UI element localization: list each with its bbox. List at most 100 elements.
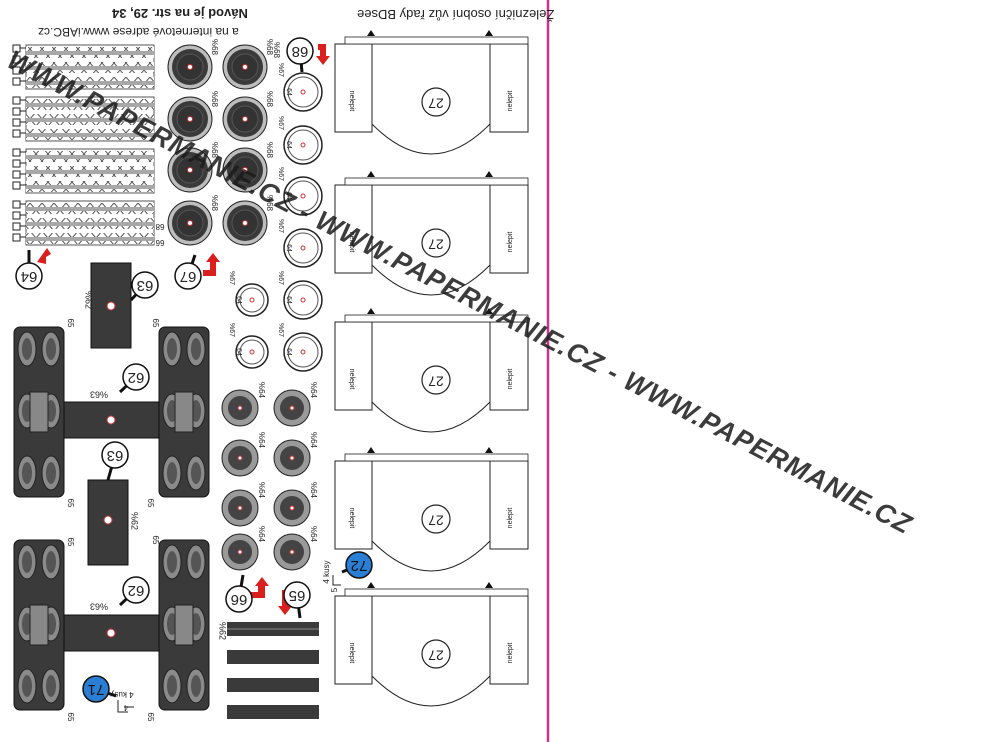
label-pct64: %64 bbox=[257, 482, 266, 499]
label-66: 66 bbox=[155, 238, 164, 247]
label-65: 65 bbox=[66, 713, 75, 722]
label-pct68: %68 bbox=[265, 91, 274, 108]
label-pct68: %68 bbox=[265, 39, 274, 56]
callout-67: 67 bbox=[174, 254, 202, 290]
label-65: 65 bbox=[151, 536, 160, 545]
callout-72: 72 bbox=[341, 551, 373, 579]
part-number-64: 64 bbox=[21, 268, 38, 285]
arrow-64 bbox=[37, 248, 51, 264]
callout-62: 62 bbox=[118, 576, 150, 607]
label-pct64: %64 bbox=[257, 432, 266, 449]
bellows-strips-part-64: 66 68 bbox=[12, 44, 164, 247]
part-number-27: 27 bbox=[428, 236, 444, 252]
label-pct63: %63 bbox=[90, 602, 108, 612]
callout-65: 65 bbox=[283, 581, 311, 619]
label-65: 65 bbox=[146, 499, 155, 508]
label-do-not-glue: nelepit bbox=[507, 232, 514, 253]
label-pct64: %64 bbox=[309, 526, 318, 543]
label-pct67: %67 bbox=[277, 323, 284, 337]
label-pct67: %67 bbox=[228, 323, 235, 337]
label-pct68-b: %68 bbox=[272, 42, 281, 59]
label-64: 64 bbox=[235, 296, 242, 304]
strips-part-65 bbox=[227, 622, 319, 719]
label-pct67: %67 bbox=[277, 167, 284, 181]
label-pct64: %64 bbox=[309, 432, 318, 449]
label-65: 65 bbox=[146, 713, 155, 722]
callout-64: 64 bbox=[15, 250, 43, 290]
label-pct63: %63 bbox=[90, 390, 108, 400]
label-64: 64 bbox=[285, 296, 292, 304]
arrow-68 bbox=[316, 44, 330, 65]
part-number-66: 66 bbox=[231, 591, 248, 608]
label-do-not-glue: nelepit bbox=[507, 508, 514, 529]
label-5: 5 bbox=[330, 587, 339, 592]
bogie-frame bbox=[13, 326, 210, 498]
label-four-pieces: 4 kusy bbox=[110, 690, 133, 699]
label-four-pieces: 4 kusy bbox=[322, 560, 331, 583]
label-do-not-glue: nelepit bbox=[507, 643, 514, 664]
label-pct67: %67 bbox=[277, 219, 284, 233]
label-65: 65 bbox=[66, 538, 75, 547]
callout-66: 66 bbox=[225, 574, 253, 613]
part-number-63: 63 bbox=[137, 277, 154, 294]
label-pct68: %68 bbox=[210, 91, 219, 108]
label-pct68: %68 bbox=[265, 195, 274, 212]
label-do-not-glue: nelepit bbox=[507, 369, 514, 390]
label-pct67: %67 bbox=[277, 116, 284, 130]
instruction-line-2: a na internetové adrese www.iABC.cz bbox=[38, 25, 239, 39]
label-do-not-glue: nelepit bbox=[507, 91, 514, 112]
label-pct67: %67 bbox=[277, 271, 284, 285]
callout-68: 68 bbox=[286, 37, 314, 73]
part-number-27: 27 bbox=[428, 373, 444, 389]
small-step-part-71 bbox=[117, 700, 134, 713]
label-65: 65 bbox=[151, 319, 160, 328]
wheels-part-68: %68 %68 %68 %68 %68 %68 %68 %68 bbox=[167, 39, 274, 246]
part-number-27: 27 bbox=[428, 512, 444, 528]
part-number-65: 65 bbox=[289, 587, 306, 604]
label-65: 65 bbox=[66, 319, 75, 328]
callout-63: 63 bbox=[129, 271, 159, 302]
red-arrows bbox=[37, 44, 330, 615]
label-pct68: %68 bbox=[210, 142, 219, 159]
callout-63: 63 bbox=[101, 441, 129, 481]
end-panel-4: 27 nelepit nelepit bbox=[334, 447, 529, 572]
label-pct67: %67 bbox=[228, 271, 235, 285]
label-64: 64 bbox=[285, 348, 292, 356]
label-64: 64 bbox=[285, 88, 292, 96]
label-65: 65 bbox=[66, 499, 75, 508]
label-do-not-glue: nelepit bbox=[348, 91, 355, 112]
instruction-line-1: Návod je na str. 29, 34 bbox=[112, 6, 248, 21]
label-pct67: %67 bbox=[277, 63, 284, 77]
label-pct62: %62 bbox=[218, 622, 228, 640]
car-end-panels-part-27: 27 nelepit nelepit 27 nelepit nelepit 27 nelepi… bbox=[334, 30, 529, 707]
label-pct64: %64 bbox=[309, 382, 318, 399]
label-pct62: %62 bbox=[84, 291, 94, 309]
part-number-62: 62 bbox=[128, 369, 145, 386]
sheet-title: Železniční osobní vůz řady BDsee bbox=[357, 7, 555, 22]
small-step-part-72 bbox=[332, 575, 341, 586]
label-pct68: %68 bbox=[210, 39, 219, 56]
label-68: 68 bbox=[155, 222, 164, 231]
part-number-27: 27 bbox=[428, 95, 444, 111]
label-do-not-glue: nelepit bbox=[348, 508, 355, 529]
bogie-frame bbox=[13, 539, 210, 711]
part-number-67: 67 bbox=[180, 268, 197, 285]
end-panel-3: 27 nelepit nelepit bbox=[334, 308, 529, 433]
label-pct68: %68 bbox=[265, 142, 274, 159]
label-do-not-glue: nelepit bbox=[348, 369, 355, 390]
label-do-not-glue: nelepit bbox=[348, 643, 355, 664]
part-number-68: 68 bbox=[292, 43, 309, 60]
label-64: 64 bbox=[285, 141, 292, 149]
label-64: 64 bbox=[285, 192, 292, 200]
wheels-part-66: %64%64%64%64%64%64%64%64 bbox=[221, 382, 318, 571]
label-64: 64 bbox=[235, 348, 242, 356]
arrow-67 bbox=[203, 253, 220, 276]
label-pct68: %68 bbox=[210, 195, 219, 212]
label-64: 64 bbox=[285, 244, 292, 252]
callout-62: 62 bbox=[118, 363, 150, 394]
